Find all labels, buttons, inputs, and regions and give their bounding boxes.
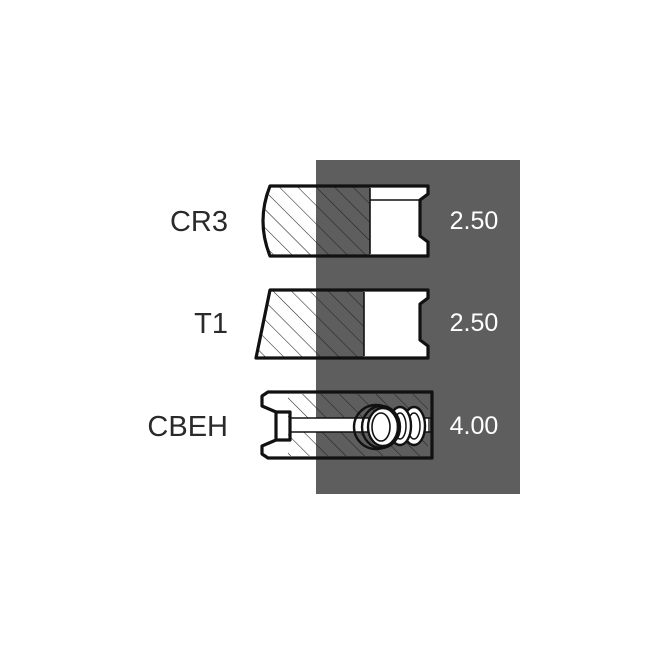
ring-cbeh-width: 4.00	[450, 412, 499, 440]
ring-t1-outline	[254, 288, 430, 360]
ring-cr3-hatch	[263, 186, 372, 256]
ring-t1-hatch	[256, 290, 366, 358]
ring-cr3-label: CR3	[170, 206, 228, 238]
ring-cr3: CR3 2.50	[170, 184, 499, 258]
ring-t1-label: T1	[194, 308, 228, 340]
ring-cbeh-outline	[260, 390, 434, 460]
ring-cr3-outline	[261, 184, 430, 258]
ring-t1-width: 2.50	[450, 309, 499, 337]
ring-cr3-width: 2.50	[450, 207, 499, 235]
ring-t1-face	[364, 290, 428, 358]
expander-spring	[352, 403, 427, 451]
ring-t1: T1 2.50	[194, 288, 499, 360]
ring-cr3-face	[370, 186, 428, 256]
ring-cbeh: CBEH 4.00	[147, 390, 499, 460]
ring-cbeh-label: CBEH	[147, 411, 228, 443]
